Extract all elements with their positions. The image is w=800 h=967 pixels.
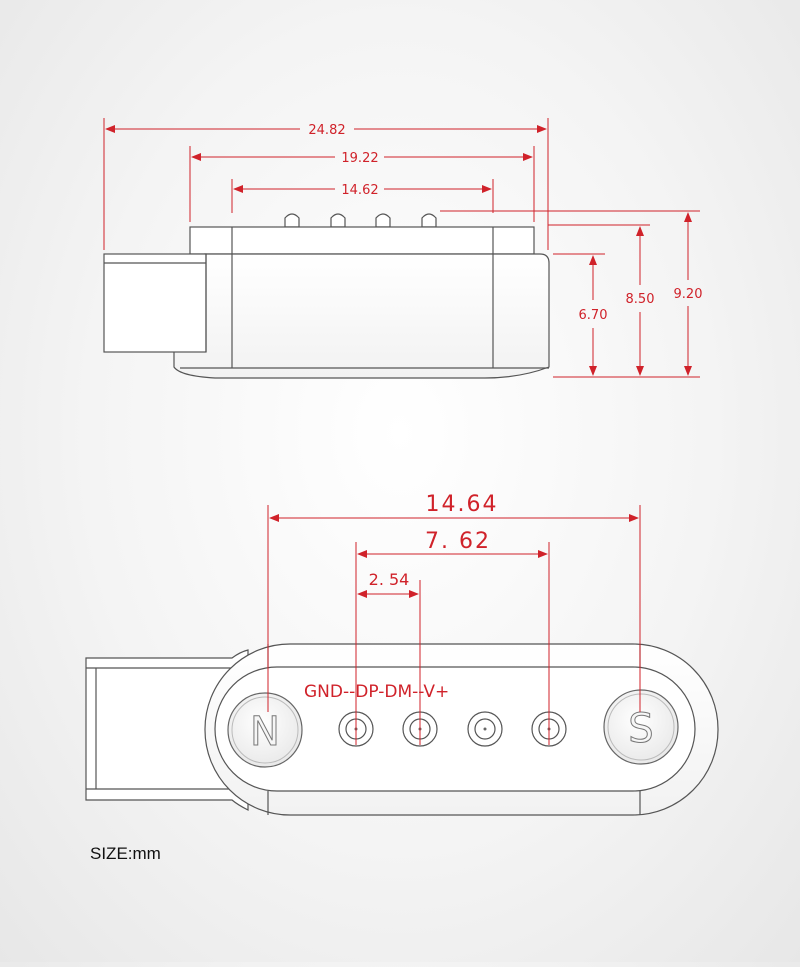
side-pins — [284, 213, 437, 228]
dim-magnet-spacing: 14.64 — [426, 492, 499, 517]
dim-pin-pitch: 2. 54 — [369, 570, 410, 589]
side-top-housing — [189, 226, 535, 255]
top-dimensions: 14.64 7. 62 2. 54 — [267, 492, 641, 745]
magnet-n: N — [227, 692, 303, 768]
top-view: N S GND--DP-DM--V+ — [85, 643, 719, 816]
top-plug — [85, 649, 249, 811]
dim-height-body: 6.70 — [579, 308, 608, 323]
pin-label: GND--DP-DM--V+ — [304, 682, 449, 702]
side-plug — [103, 253, 207, 353]
dim-overall-length: 24.82 — [308, 123, 345, 138]
dim-height-top: 8.50 — [626, 292, 655, 307]
side-dimensions: 24.82 19.22 14.62 6.70 8.50 9.20 — [103, 118, 703, 378]
size-unit-caption: SIZE:mm — [90, 844, 161, 863]
dim-outer-pin-spacing: 7. 62 — [425, 529, 491, 554]
top-inner-face — [214, 666, 696, 792]
dim-pin-span: 14.62 — [341, 183, 378, 198]
magnet-s: S — [603, 689, 679, 765]
magnet-n-label: N — [250, 709, 280, 755]
pin-dm — [467, 711, 503, 747]
dim-height-total: 9.20 — [674, 287, 703, 302]
magnet-s-label: S — [628, 706, 653, 752]
side-view — [103, 213, 550, 379]
dim-housing-length: 19.22 — [341, 151, 378, 166]
